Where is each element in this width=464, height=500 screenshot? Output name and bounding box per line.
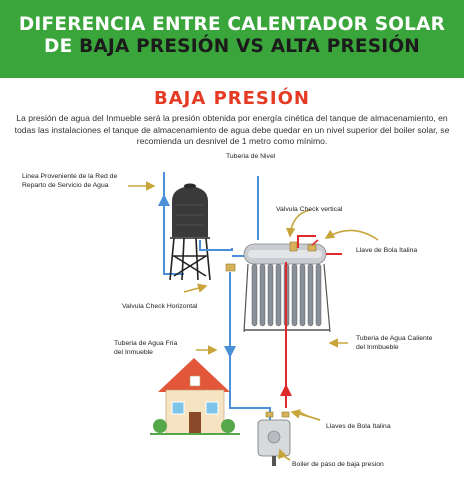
label-check-valve-vertical: Valvula Check vertical bbox=[276, 206, 343, 213]
callout-arrows bbox=[128, 181, 379, 461]
label-cold-water-2: del Inmueble bbox=[114, 349, 153, 356]
banner-title-line1: DIFERENCIA ENTRE CALENTADOR SOLAR bbox=[18, 14, 446, 35]
label-hot-water-2: del Inmbueble bbox=[356, 344, 399, 351]
intro-paragraph: La presión de agua del Inmueble será la … bbox=[14, 113, 450, 146]
section-title: BAJA PRESIÓN bbox=[154, 88, 310, 109]
label-ball-valves: Llaves de Bola Italina bbox=[326, 423, 391, 430]
banner-title-line2: DE BAJA PRESIÓN VS ALTA PRESIÓN bbox=[0, 36, 464, 58]
banner-title-prefix: DE bbox=[44, 36, 73, 57]
boiler bbox=[257, 419, 291, 466]
label-boiler: Boiler de paso de baja presion bbox=[292, 461, 384, 468]
ball-valves-boiler bbox=[265, 411, 290, 418]
check-valve-horizontal bbox=[225, 263, 236, 272]
label-level-pipe: Tuberia de Nivel bbox=[226, 153, 276, 160]
label-supply-line: Linea Proveniente de la Red de Reparto d… bbox=[22, 172, 117, 190]
check-valve-vertical bbox=[289, 241, 298, 252]
banner-title-emphasis: BAJA PRESIÓN VS ALTA PRESIÓN bbox=[79, 36, 420, 57]
label-check-valve-horizontal: Valvula Check Horizontal bbox=[122, 303, 198, 310]
label-cold-water-1: Tuberia de Agua Fria bbox=[114, 340, 178, 347]
label-hot-water-pipe: Tuberia de Agua Caliente del Inmbueble bbox=[356, 334, 432, 352]
house bbox=[150, 358, 240, 435]
ball-valve-top bbox=[307, 239, 319, 252]
title-banner: DIFERENCIA ENTRE CALENTADOR SOLAR DE BAJ… bbox=[0, 0, 464, 78]
label-supply-line-2: Reparto de Servicio de Agua bbox=[22, 182, 109, 189]
label-hot-water-1: Tuberia de Agua Caliente bbox=[356, 335, 433, 342]
label-cold-water-pipe: Tuberia de Agua Fria del Inmueble bbox=[114, 339, 177, 357]
tank-stand bbox=[169, 237, 211, 281]
storage-tank bbox=[172, 183, 208, 237]
label-ball-valve: Llave de Bola Italina bbox=[356, 247, 418, 254]
label-supply-line-1: Linea Proveniente de la Red de bbox=[22, 173, 118, 180]
hot-water-pipe bbox=[280, 235, 342, 408]
